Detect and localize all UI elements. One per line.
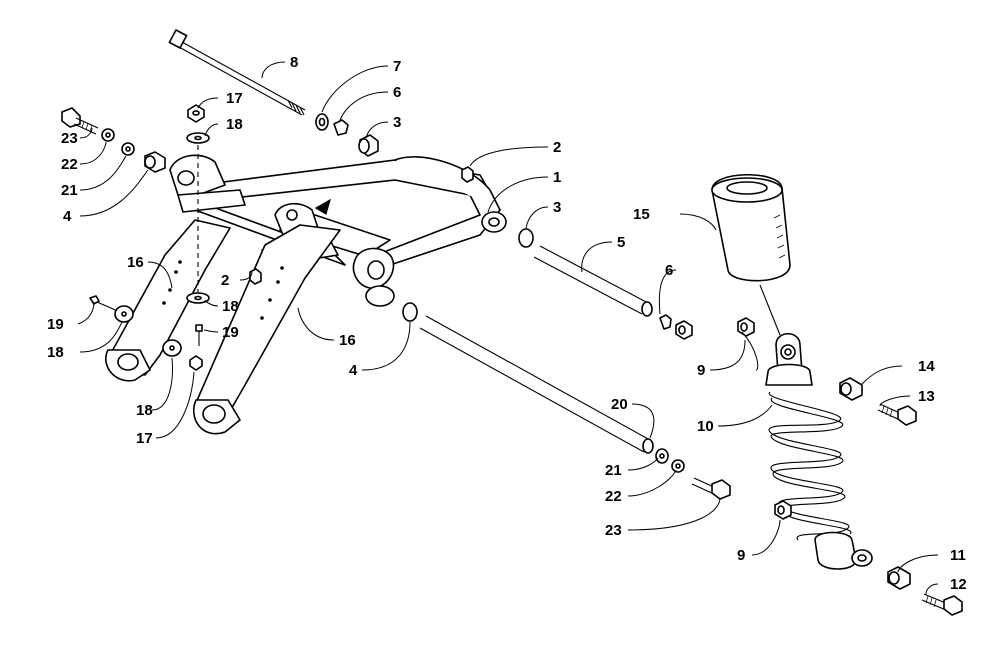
callout-15: 15: [633, 206, 650, 223]
callout-12: 12: [950, 576, 967, 593]
top-washer-part: [186, 132, 210, 144]
long-bolt-part: [168, 29, 306, 116]
callout-19-center: 19: [222, 324, 239, 341]
left-spacer-part: [144, 151, 166, 173]
callout-10: 10: [697, 418, 714, 435]
right-lower-bolt-part: [691, 477, 731, 500]
shock-upper-nut-part: [737, 317, 755, 337]
callout-5: 5: [617, 234, 625, 251]
callout-20: 20: [611, 396, 628, 413]
a-arm-part: [199, 156, 507, 307]
callout-4-left: 4: [63, 208, 72, 225]
right-rail-part: [192, 224, 341, 435]
callout-16-right: 16: [339, 332, 356, 349]
callout-17-top: 17: [226, 90, 243, 107]
callout-9-upper: 9: [697, 362, 705, 379]
upper-shaft-part: [518, 228, 653, 317]
upper-bushing-small-part: [333, 119, 349, 136]
shock-upper-bolt-part: [877, 403, 917, 426]
callout-3-top: 3: [393, 114, 401, 131]
callout-9-lower: 9: [737, 547, 745, 564]
upper-washer-part: [315, 113, 329, 131]
callout-7: 7: [393, 58, 401, 75]
lower-washer-part: [186, 292, 210, 304]
callout-23-left: 23: [61, 130, 78, 147]
callout-14: 14: [918, 358, 935, 375]
shock-lower-bolt-part: [921, 593, 963, 616]
callout-18-bottom: 18: [136, 402, 153, 419]
grease-fitting-top-part: [461, 166, 474, 183]
callout-16-left: 16: [127, 254, 144, 271]
side-washer-part: [114, 305, 134, 323]
shock-upper-spacer-part: [839, 377, 863, 401]
callout-3-right: 3: [553, 199, 561, 216]
shock-lower-spacer-part: [887, 566, 911, 590]
callout-6-right: 6: [665, 262, 673, 279]
upper-bushing-part: [358, 134, 379, 157]
callout-22-right: 22: [605, 488, 622, 505]
shock-absorber-part: [765, 332, 873, 570]
left-washer-part: [101, 128, 115, 142]
callout-21-left: 21: [61, 182, 78, 199]
right-lower-washer-part: [655, 448, 669, 464]
callout-2-left: 2: [221, 272, 229, 289]
left-rail-part: [105, 219, 231, 382]
callout-2-top: 2: [553, 139, 561, 156]
callout-6-top: 6: [393, 84, 401, 101]
callout-labels: 1 2 2 3 3 4 4 5 6 6 7 8 9 9 10 11 12 13 …: [47, 54, 967, 593]
callout-19-left: 19: [47, 316, 64, 333]
callout-17-bottom: 17: [136, 430, 153, 447]
shock-lower-nut-part: [774, 500, 792, 520]
callout-21-right: 21: [605, 462, 622, 479]
side-nut-part: [189, 355, 203, 371]
callout-11: 11: [950, 547, 966, 564]
lower-screw-part: [195, 324, 203, 346]
callout-23-right: 23: [605, 522, 622, 539]
callout-18-center: 18: [222, 298, 239, 315]
callout-18-left: 18: [47, 344, 64, 361]
left-lock-washer-part: [121, 142, 135, 156]
right-nut-part: [675, 320, 693, 340]
right-lower-lock-washer-part: [671, 459, 685, 473]
left-bolt-part: [61, 107, 99, 135]
callout-1: 1: [553, 169, 561, 186]
callout-4-center: 4: [349, 362, 358, 379]
grease-fitting-left-part: [249, 268, 262, 285]
callout-13: 13: [918, 388, 935, 405]
shock-boot-part: [711, 173, 791, 282]
side-washer-lower-part: [162, 339, 182, 357]
lower-shaft-part: [402, 302, 654, 454]
callout-8: 8: [290, 54, 298, 71]
arrow-marker-icon: [314, 198, 331, 215]
top-nut-part: [187, 104, 205, 123]
callout-18-top: 18: [226, 116, 243, 133]
leader-lines: [77, 61, 939, 595]
callout-22-left: 22: [61, 156, 78, 173]
right-bushing-part: [659, 314, 672, 330]
